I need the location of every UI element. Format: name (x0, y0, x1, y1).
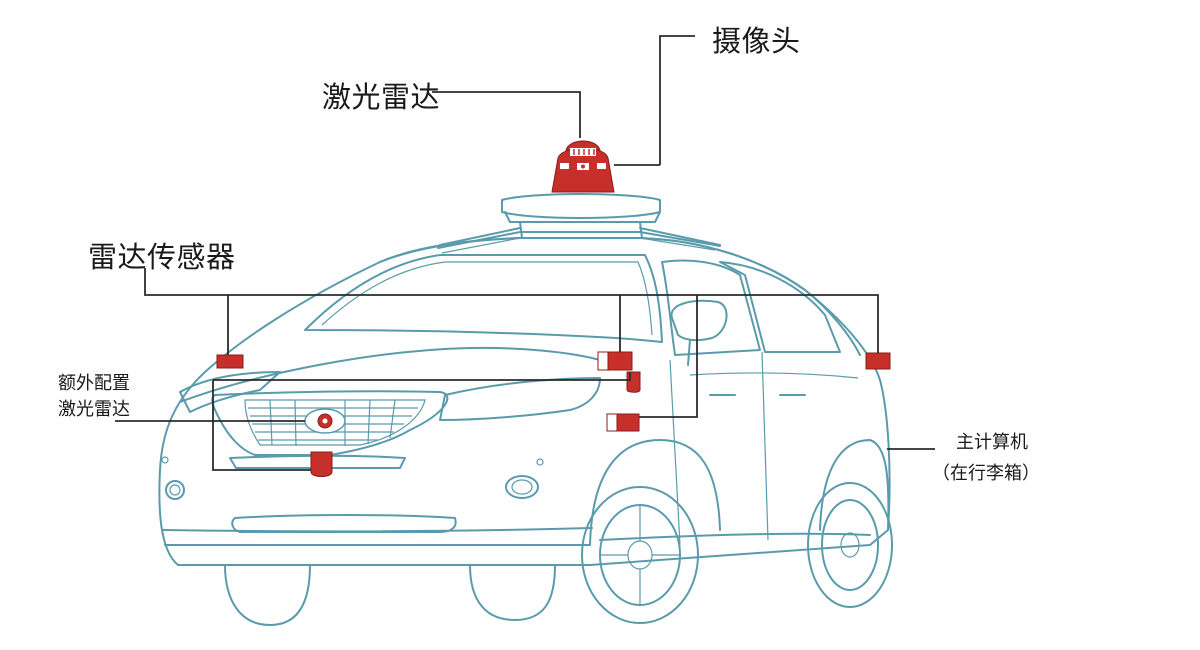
rear-wheel-right (807, 482, 893, 608)
car-outline (158, 231, 893, 626)
front-wheel-right (581, 486, 699, 624)
radar-sensor-side-cap (606, 413, 618, 432)
corner-sensor (626, 371, 641, 393)
front-lidar-bottom (310, 451, 333, 477)
radar-sensor-front-left (216, 354, 244, 369)
radar-leader-side (639, 295, 698, 418)
radar-sensor-side (614, 413, 640, 432)
extra-lidar-bracket-top (213, 372, 631, 381)
radar-sensor-front-right-cap (597, 351, 609, 371)
camera-label: 摄像头 (712, 24, 801, 58)
roof-rack (439, 193, 721, 246)
radar-leader-bracket (144, 268, 879, 353)
extra-lidar-label-line2: 激光雷达 (58, 399, 130, 420)
lidar-label: 激光雷达 (322, 80, 441, 114)
extra-lidar-label-line1: 额外配置 (58, 373, 130, 394)
camera-leader-line (659, 35, 695, 165)
main-computer-label-line1: 主计算机 (956, 432, 1028, 453)
lidar-leader-line (432, 91, 581, 138)
front-lidar-unit (304, 408, 346, 434)
extra-lidar-bracket-bottom (212, 380, 311, 471)
radar-sensors-label: 雷达传感器 (88, 240, 236, 274)
main-computer-label-line2: （在行李箱） (932, 463, 1040, 484)
radar-sensor-front-right (605, 351, 633, 371)
roof-lidar-unit (551, 140, 615, 193)
radar-sensor-rear (865, 352, 891, 370)
leader-lines (115, 35, 935, 471)
